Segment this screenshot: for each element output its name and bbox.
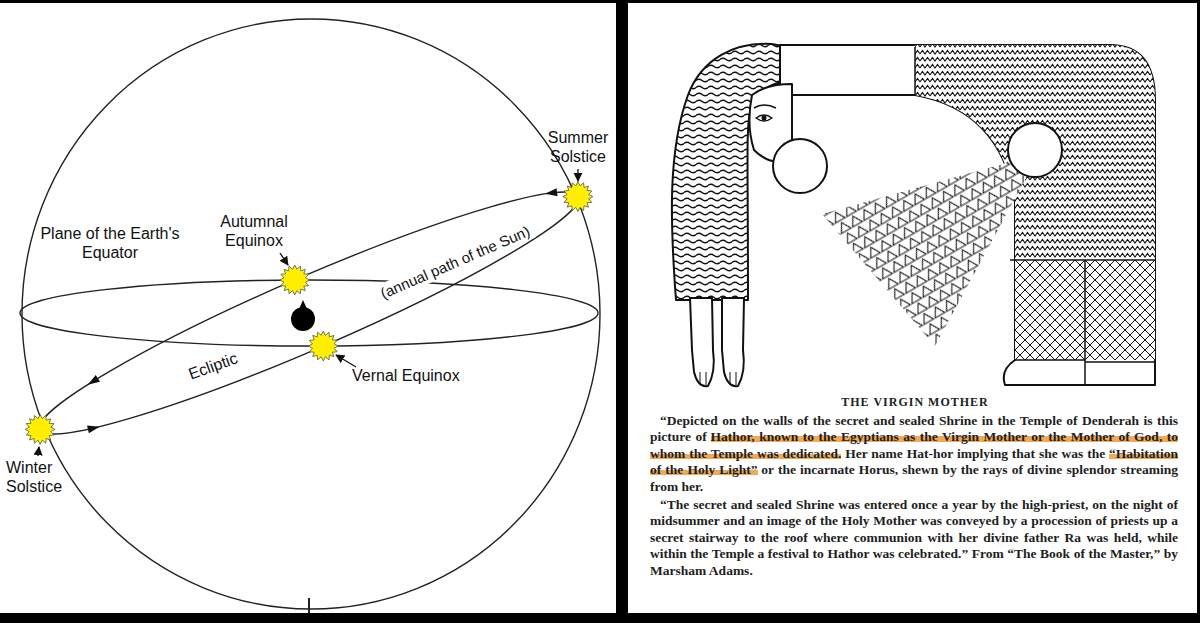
sun-symbol: [25, 414, 55, 444]
path-label: (annual path of the Sun): [375, 220, 536, 304]
leader-lines: [38, 169, 578, 456]
text-paragraph: “The secret and sealed Shrine was entere…: [650, 497, 1178, 579]
direction-arrow: [87, 423, 101, 434]
sun-symbol: [308, 331, 338, 361]
equator-label: Plane of the Earth's Equator: [40, 224, 180, 262]
solstice-label: Winter Solstice: [6, 458, 76, 496]
sun-symbol: [280, 265, 310, 295]
solstice-label: Summer Solstice: [530, 128, 626, 166]
ecliptic-label: Ecliptic: [183, 347, 243, 384]
equinox-label: Vernal Equinox: [352, 366, 460, 385]
equinox-label: Autumnal Equinox: [206, 212, 302, 250]
direction-arrow: [86, 375, 100, 388]
hathor-figure: [672, 40, 1160, 386]
sun-symbol: [314, 337, 332, 355]
sun-symbol: [31, 420, 49, 438]
earth: [291, 300, 315, 331]
body-text: Her name Hat-hor implying that she was t…: [845, 446, 1105, 461]
text-paragraph: “Depicted on the walls of the secret and…: [650, 413, 1178, 495]
body-text: “The secret and sealed Shrine was entere…: [650, 497, 1178, 578]
celestial-sphere: [20, 19, 600, 613]
sun-symbol: [569, 188, 587, 206]
sun-symbol: [286, 271, 304, 289]
caption-heading: THE VIRGIN MOTHER: [640, 395, 1190, 410]
direction-arrow: [545, 188, 558, 197]
sun-symbol: [563, 182, 593, 212]
suns-and-arrows: [25, 182, 593, 445]
